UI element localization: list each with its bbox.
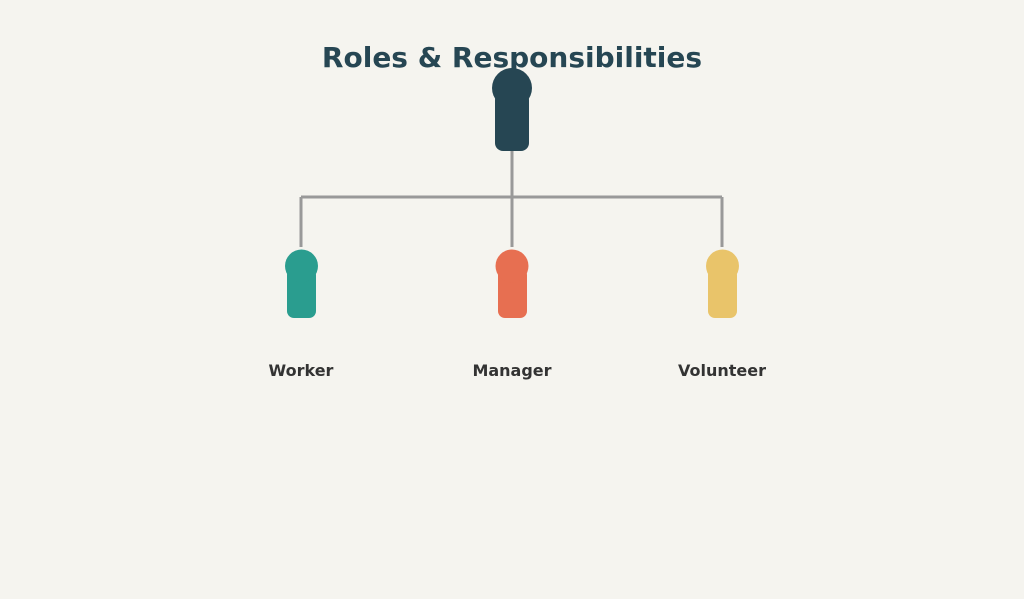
- top-person-head: [492, 68, 532, 108]
- role-label-worker: Worker: [268, 361, 334, 380]
- volunteer-person-head: [706, 249, 739, 283]
- top-person-body: [495, 92, 529, 151]
- volunteer-person-icon: [706, 249, 739, 318]
- connectors: [299, 150, 724, 247]
- manager-person-head: [495, 249, 529, 283]
- manager-person-icon: [495, 249, 529, 318]
- role-label-volunteer: Volunteer: [677, 361, 766, 380]
- top-person-icon: [492, 68, 532, 151]
- worker-person-icon: [285, 249, 318, 318]
- worker-person-head: [285, 249, 318, 283]
- role-label-manager: Manager: [472, 361, 552, 380]
